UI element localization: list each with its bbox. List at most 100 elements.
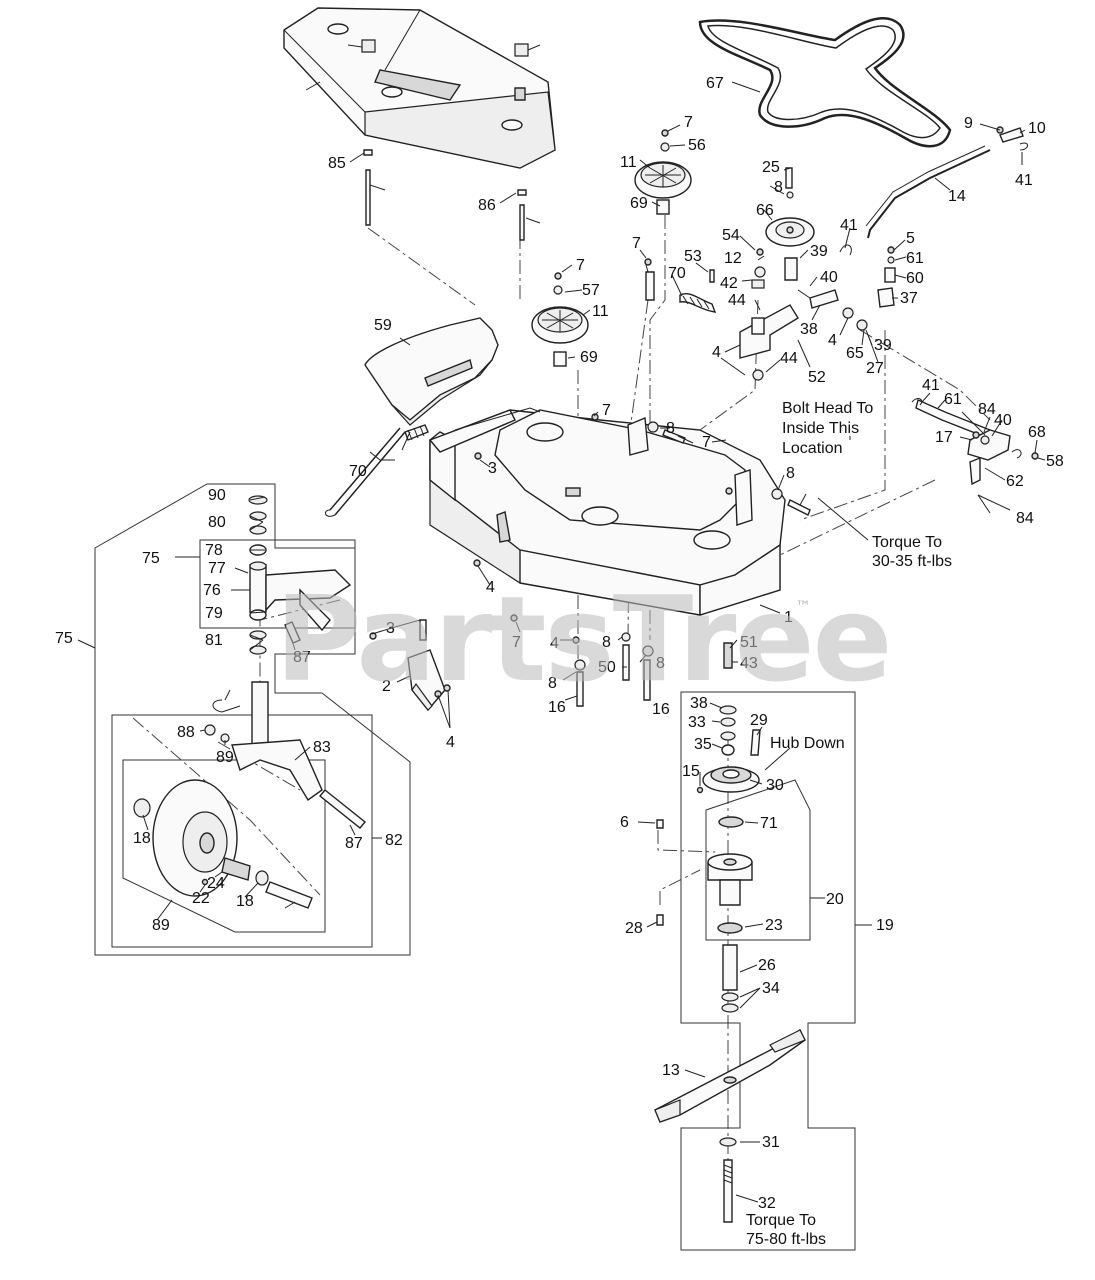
callout-60: 68 <box>1028 424 1046 441</box>
callout-70: 80 <box>208 514 226 531</box>
idler-pulley-lower <box>531 272 589 367</box>
mower-deck <box>428 407 786 616</box>
callout-42: 42 <box>720 275 738 292</box>
callout-46: 52 <box>808 369 826 386</box>
callout-23: 24 <box>207 875 225 892</box>
callout-8: 8 <box>602 634 611 651</box>
callout-73: 84 <box>1016 510 1034 527</box>
callout-31: 32 <box>758 1195 776 1212</box>
group-66-outline <box>199 539 356 629</box>
callout-64: 71 <box>760 815 778 832</box>
callout-4: 4 <box>828 332 837 349</box>
callout-59: 67 <box>706 75 724 92</box>
callout-48: 54 <box>722 227 740 244</box>
note-bolt-head-3: Location <box>782 440 843 457</box>
drive-pulley <box>765 167 815 247</box>
callout-8: 8 <box>786 465 795 482</box>
callout-7: 7 <box>702 434 711 451</box>
callout-32: 34 <box>762 980 780 997</box>
callout-69: 78 <box>205 542 223 559</box>
callout-22: 23 <box>765 917 783 934</box>
callout-62: 70 <box>349 463 367 480</box>
callout-49: 57 <box>582 282 600 299</box>
callout-26: 27 <box>866 360 884 377</box>
callout-4: 4 <box>712 344 721 361</box>
callout-12: 12 <box>724 250 742 267</box>
height-adjust-linkage <box>911 398 1039 514</box>
note-bolt-head-1: Bolt Head To <box>782 400 873 417</box>
callout-11: 11 <box>592 303 609 320</box>
deflector-rod <box>324 424 429 517</box>
callout-18: 18 <box>133 830 151 847</box>
group-65-outline <box>94 483 411 956</box>
deck-hardware <box>361 39 811 707</box>
callout-8: 8 <box>548 675 557 692</box>
note-hub-down: Hub Down <box>770 735 845 752</box>
callout-14: 14 <box>948 188 966 205</box>
blade-bolt <box>719 1137 737 1223</box>
callout-70: 81 <box>205 632 223 649</box>
callout-7: 7 <box>512 634 521 651</box>
callout-50: 50 <box>598 659 616 676</box>
callout-68: 77 <box>208 560 226 577</box>
callout-33: 35 <box>694 736 712 753</box>
leader-lines <box>77 44 1046 1203</box>
callout-9: 9 <box>964 115 973 132</box>
callout-24: 25 <box>762 159 780 176</box>
callout-75: 86 <box>478 197 496 214</box>
callout-16: 16 <box>652 701 670 718</box>
callout-7: 7 <box>602 402 611 419</box>
callout-79: 89 <box>216 749 234 766</box>
group-71-outline <box>111 714 373 948</box>
callout-5: 5 <box>906 230 915 247</box>
callout-13: 13 <box>662 1062 680 1079</box>
callout-78: 88 <box>177 724 195 741</box>
note-torque-blade-1: Torque To <box>746 1212 816 1229</box>
note-bolt-head-2: Inside This <box>782 420 859 437</box>
callout-37: 40 <box>820 269 838 286</box>
callout-66: 75 <box>142 550 160 567</box>
callout-49: 56 <box>688 137 706 154</box>
callout-71: 82 <box>385 832 403 849</box>
note-torque-blade-2: 75-80 ft-lbs <box>746 1231 826 1248</box>
callout-32: 33 <box>688 714 706 731</box>
callout-numbers: 85 86 67 7 56 11 69 25 8 66 9 10 41 14 4… <box>55 75 1064 1212</box>
group-20-outline <box>705 779 811 941</box>
callout-51: 58 <box>1046 453 1064 470</box>
watermark: PartsTree ™ <box>275 570 893 708</box>
deck-cover <box>283 7 556 169</box>
callout-56: 62 <box>1006 473 1024 490</box>
callout-44: 44 <box>728 292 746 309</box>
callout-55: 61 <box>944 391 962 408</box>
callout-4: 4 <box>550 635 559 652</box>
caster-fork <box>204 681 366 829</box>
callout-3: 3 <box>488 460 497 477</box>
mower-blade <box>654 1028 806 1123</box>
spindle-assembly <box>656 705 761 1013</box>
callout-80: 90 <box>208 487 226 504</box>
callout-40: 40 <box>994 412 1012 429</box>
callout-7: 7 <box>684 114 693 131</box>
callout-36: 39 <box>810 243 828 260</box>
watermark-trademark: ™ <box>795 597 811 616</box>
callout-3: 3 <box>386 620 395 637</box>
callout-19: 19 <box>876 917 894 934</box>
callout-63: 70 <box>668 265 686 282</box>
callout-18: 18 <box>236 893 254 910</box>
callout-8: 8 <box>666 420 675 437</box>
callout-27: 28 <box>625 920 643 937</box>
callout-75: 85 <box>328 155 346 172</box>
callout-4: 4 <box>446 734 455 751</box>
callout-30: 31 <box>762 1134 780 1151</box>
callout-43: 43 <box>740 655 758 672</box>
callout-10: 10 <box>1028 120 1046 137</box>
callout-6: 6 <box>620 814 629 831</box>
callout-53: 60 <box>906 270 924 287</box>
callout-15: 15 <box>682 763 700 780</box>
callout-11: 11 <box>620 154 637 171</box>
watermark-text: PartsTree <box>275 570 891 708</box>
callout-39: 39 <box>874 337 892 354</box>
callout-45: 51 <box>740 634 758 651</box>
callout-58: 66 <box>756 202 774 219</box>
idler-pulley-upper <box>634 129 692 215</box>
